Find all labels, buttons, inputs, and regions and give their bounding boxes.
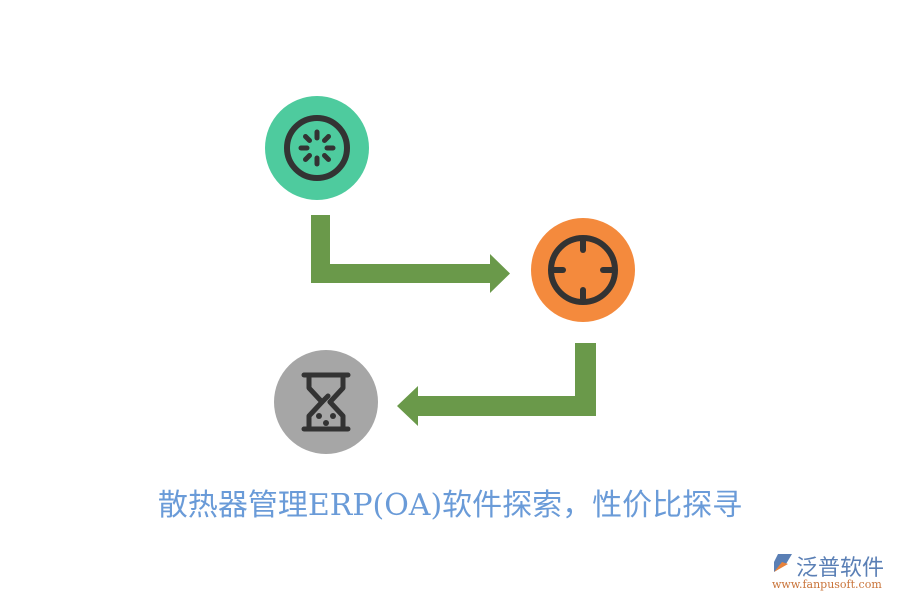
brand-url[interactable]: www.fanpusoft.com (772, 578, 882, 591)
crosshair-icon (548, 235, 618, 305)
brand-name: 泛普软件 (796, 556, 885, 581)
brand-logo[interactable]: 泛普软件 www.fanpusoft.com (766, 550, 896, 595)
node-target (531, 218, 635, 322)
node-wait (274, 350, 378, 454)
diagram-caption: 散热器管理ERP(OA)软件探索，性价比探寻 (157, 488, 743, 523)
fanpu-logo-icon (774, 554, 792, 572)
loading-spinner-icon (284, 115, 350, 181)
node-start (265, 96, 369, 200)
arrow-target-to-wait (397, 343, 596, 426)
hourglass-icon (301, 372, 351, 432)
